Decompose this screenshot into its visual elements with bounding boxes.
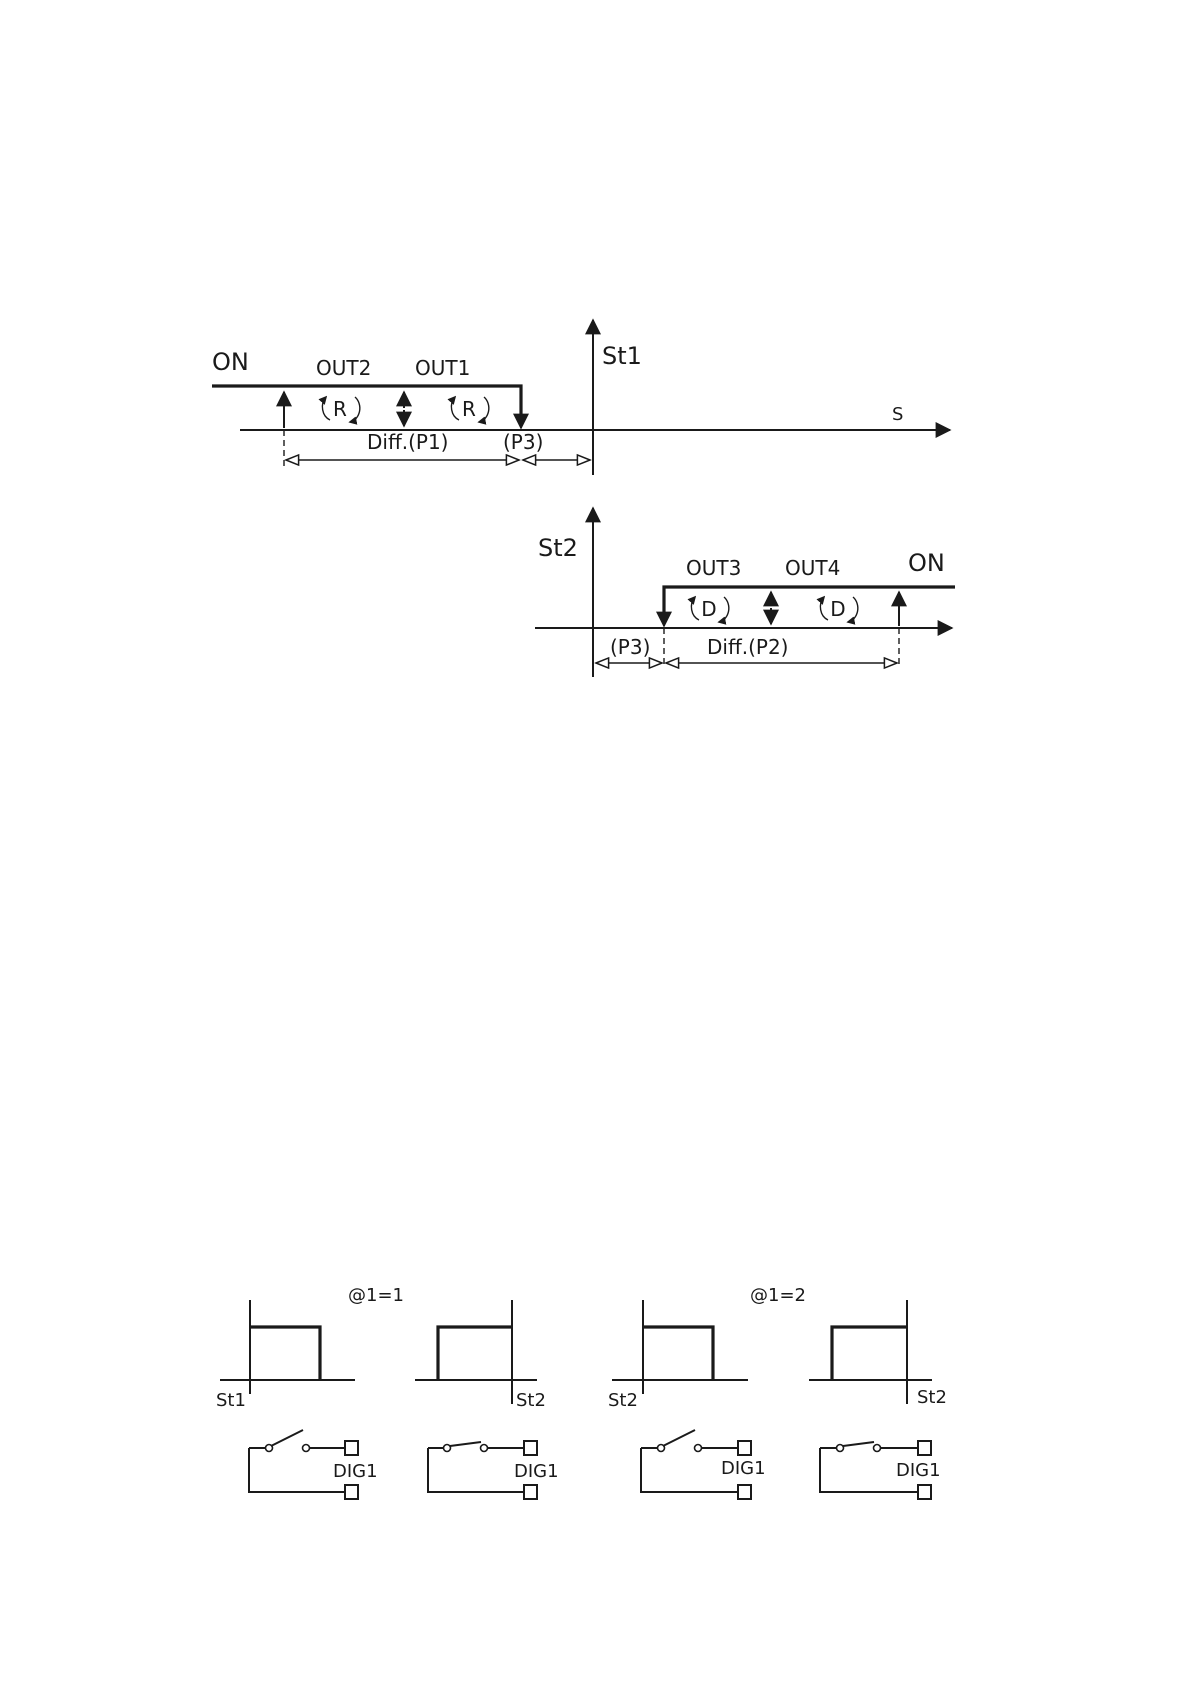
rotation-left-text-2: D [701, 597, 716, 621]
panel-1-input-label: DIG1 [333, 1461, 378, 1482]
st2-axis-label: St2 [538, 534, 578, 562]
rotation-right-text-2: D [830, 597, 845, 621]
on-label-2: ON [908, 549, 945, 577]
step-line-1 [250, 1327, 320, 1380]
panel-1-axis-label: St1 [216, 1390, 246, 1411]
mode-2-label: @1=2 [750, 1285, 806, 1306]
panel-3-input-label: DIG1 [721, 1458, 766, 1479]
rotation-symbol-left-2: D [691, 597, 728, 622]
mode-1-label: @1=1 [348, 1285, 404, 1306]
rotation-symbol-right-2: D [820, 597, 857, 622]
digital-panel-3: St2 DIG1 [608, 1300, 766, 1499]
out4-label: OUT4 [785, 556, 840, 580]
out2-label: OUT2 [316, 356, 371, 380]
step-line-4 [832, 1327, 907, 1380]
panel-3-axis-label: St2 [608, 1390, 638, 1411]
on-label: ON [212, 348, 249, 376]
st1-axis-label: St1 [602, 342, 642, 370]
rotation-symbol-left: R [322, 397, 359, 422]
out1-label: OUT1 [415, 356, 470, 380]
diff-p2-label: Diff.(P2) [707, 635, 788, 659]
p3-label-2: (P3) [610, 635, 650, 659]
panel-4-input-label: DIG1 [896, 1460, 941, 1481]
rotation-symbol-right: R [451, 397, 488, 422]
digital-panel-1: St1 DIG1 [216, 1300, 378, 1499]
reverse-action-diagram: R R ON St1 S OUT2 OUT1 Diff.(P1) (P3) [212, 320, 950, 475]
rotation-left-text: R [333, 397, 347, 421]
diff-p1-label: Diff.(P1) [367, 430, 448, 454]
digital-panel-4: St2 DIG1 [809, 1300, 947, 1499]
p3-label: (P3) [503, 430, 543, 454]
s-axis-label: S [892, 404, 903, 425]
panel-4-axis-label: St2 [917, 1387, 947, 1408]
direct-action-diagram: D D ON St2 OUT3 OUT4 (P3) Diff.(P2) [535, 508, 955, 677]
out3-label: OUT3 [686, 556, 741, 580]
digital-panel-2: St2 DIG1 [415, 1300, 559, 1499]
panel-2-input-label: DIG1 [514, 1461, 559, 1482]
digital-input-diagrams: @1=1 @1=2 St1 DIG1 St2 [216, 1285, 947, 1499]
step-line-2 [438, 1327, 512, 1380]
panel-2-axis-label: St2 [516, 1390, 546, 1411]
step-line-3 [643, 1327, 713, 1380]
rotation-right-text: R [462, 397, 476, 421]
